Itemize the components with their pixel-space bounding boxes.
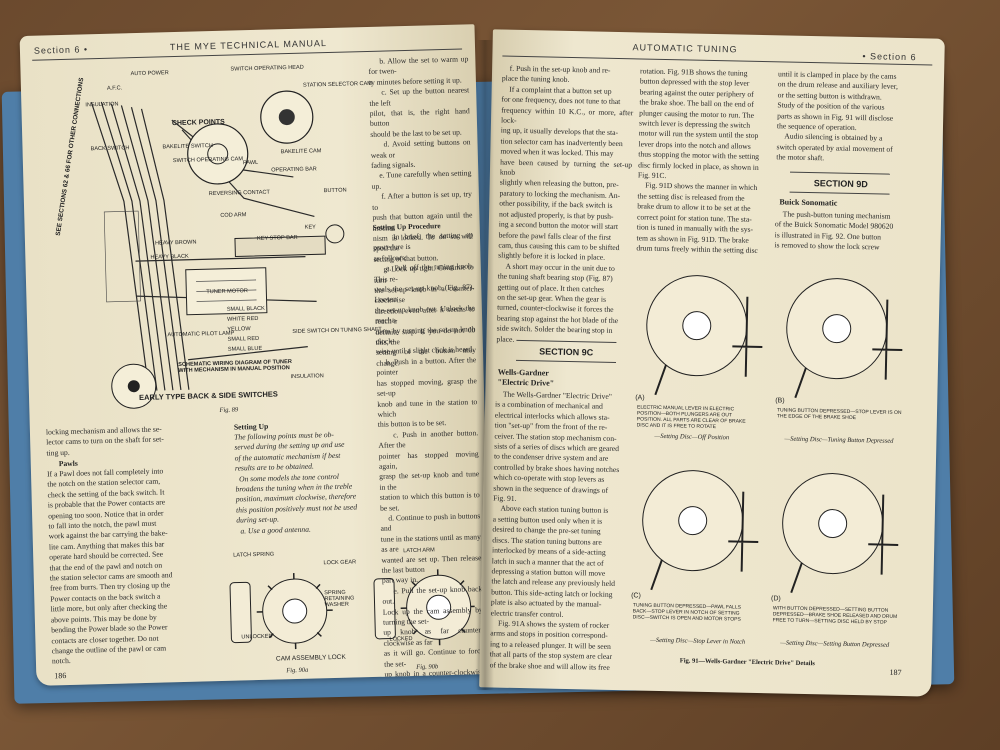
fig-91a-marker: (A) [635, 394, 645, 402]
right-running-title: AUTOMATIC TUNING [632, 42, 738, 55]
lbl-key-stop-bar: KEY STOP BAR [256, 234, 298, 242]
fig-91a-text: ELECTRIC MANUAL LEVER IN ELECTRIC POSITI… [636, 404, 746, 431]
fig-90a-caption: Fig. 90a [286, 666, 309, 675]
lbl-button: BUTTON [323, 187, 347, 195]
pawls-text: If a Pawl does not fall completely into … [46, 466, 173, 666]
wells-subheading: "Electric Drive" [497, 377, 555, 388]
left-page: Section 6 • THE MYE TECHNICAL MANUAL [19, 24, 492, 686]
fig-91c-marker: (C) [631, 592, 641, 600]
lbl-cam-assembly-lock: CAM ASSEMBLY LOCK [275, 653, 346, 663]
lbl-back-switch: BACK SWITCH [90, 145, 130, 153]
section-9d-title: SECTION 9D [813, 178, 868, 190]
lbl-small-red: SMALL RED [227, 335, 260, 343]
running-title: THE MYE TECHNICAL MANUAL [169, 38, 328, 53]
lbl-key: KEY [304, 224, 316, 231]
section-9c-rule-bottom [516, 359, 617, 363]
section-9d-rule-top [790, 171, 891, 175]
lbl-cod-arm: COD ARM [220, 212, 247, 219]
wells-heading: Wells-Gardner [497, 367, 549, 378]
lbl-insulation-2: INSULATION [290, 373, 324, 381]
fig-91-caption: Fig. 91—Wells-Gardner "Electric Drive" D… [679, 657, 815, 668]
right-col3-text: until it is clamped in place by the cams… [776, 69, 899, 163]
lbl-insulation: INSULATION [85, 101, 119, 109]
lbl-check-points: CHECK POINTS [171, 118, 225, 128]
lbl-small-black: SMALL BLACK [226, 305, 265, 313]
right-page: AUTOMATIC TUNING • Section 6 f. Push in … [479, 29, 945, 697]
fig-91-drawings [642, 275, 903, 594]
wells-text: The Wells-Gardner "Electric Drive" is a … [489, 389, 620, 672]
section-9d-rule-bottom [789, 191, 890, 195]
cam-assembly-figure [229, 569, 476, 650]
lbl-afc: A.F.C. [106, 85, 123, 92]
setting-up-text: The following points must be ob- served … [234, 429, 358, 536]
pawls-heading: Pawls [58, 458, 78, 469]
lbl-spring-retaining-washer: SPRING RETAINING WASHER [324, 589, 355, 609]
fig-91c-text: TUNING BUTTON DEPRESSED—PAWL FALLS BACK—… [632, 602, 742, 623]
book-gutter-shadow [476, 40, 494, 690]
setting-up-heading: Setting Up [233, 421, 269, 432]
right-col2-text: rotation. Fig. 91B shows the tuning butt… [636, 66, 760, 255]
right-col1-top-text: f. Push in the set-up knob and re- place… [496, 63, 636, 344]
left-col1-text: locking mechanism and allows the se- lec… [45, 424, 164, 458]
buick-heading: Buick Sonomatic [779, 197, 838, 208]
lbl-station-selector-cam: STATION SELECTOR CAM [302, 80, 373, 89]
lbl-lock-gear: LOCK GEAR [323, 559, 357, 567]
fig-91d-marker: (D) [771, 595, 781, 603]
left-page-number: 186 [54, 671, 67, 681]
lbl-heavy-black: HEAVY BLACK [150, 253, 189, 261]
procedure-heading: Setting Up Procedure [372, 221, 441, 232]
lbl-tuner-motor: TUNER MOTOR [206, 288, 248, 296]
right-page-number: 187 [889, 667, 902, 678]
lbl-white-red: WHITE RED [226, 315, 259, 323]
procedure-text: In brief, the setting up procedure is as… [373, 230, 485, 686]
section-9c-title: SECTION 9C [539, 346, 594, 358]
lbl-latch-spring: LATCH SPRING [233, 551, 275, 559]
buick-text: The push-button tuning mechanism of the … [774, 209, 894, 252]
fig-91b-marker: (B) [775, 397, 785, 405]
fig-91d-text: WITH BUTTON DEPRESSED—SETTING BUTTON DEP… [772, 605, 898, 626]
lbl-operating-bar: OPERATING BAR [271, 166, 317, 174]
lbl-side-switch: SIDE SWITCH ON TUNING SHAFT [292, 326, 382, 336]
lbl-auto-power: AUTO POWER [130, 70, 169, 78]
right-section-label: • Section 6 [862, 51, 917, 63]
left-section-label: Section 6 • [33, 44, 89, 56]
wiring-diagram [90, 90, 345, 409]
lbl-pawl: PAWL [242, 159, 259, 167]
fig-89-caption: Fig. 89 [219, 406, 239, 414]
lbl-small-blue: SMALL BLUE [227, 345, 263, 353]
lbl-heavy-brown: HEAVY BROWN [154, 239, 197, 247]
lbl-unlocked: UNLOCKED [241, 633, 273, 641]
lbl-bakelite-cam: BAKELITE CAM [280, 148, 322, 156]
